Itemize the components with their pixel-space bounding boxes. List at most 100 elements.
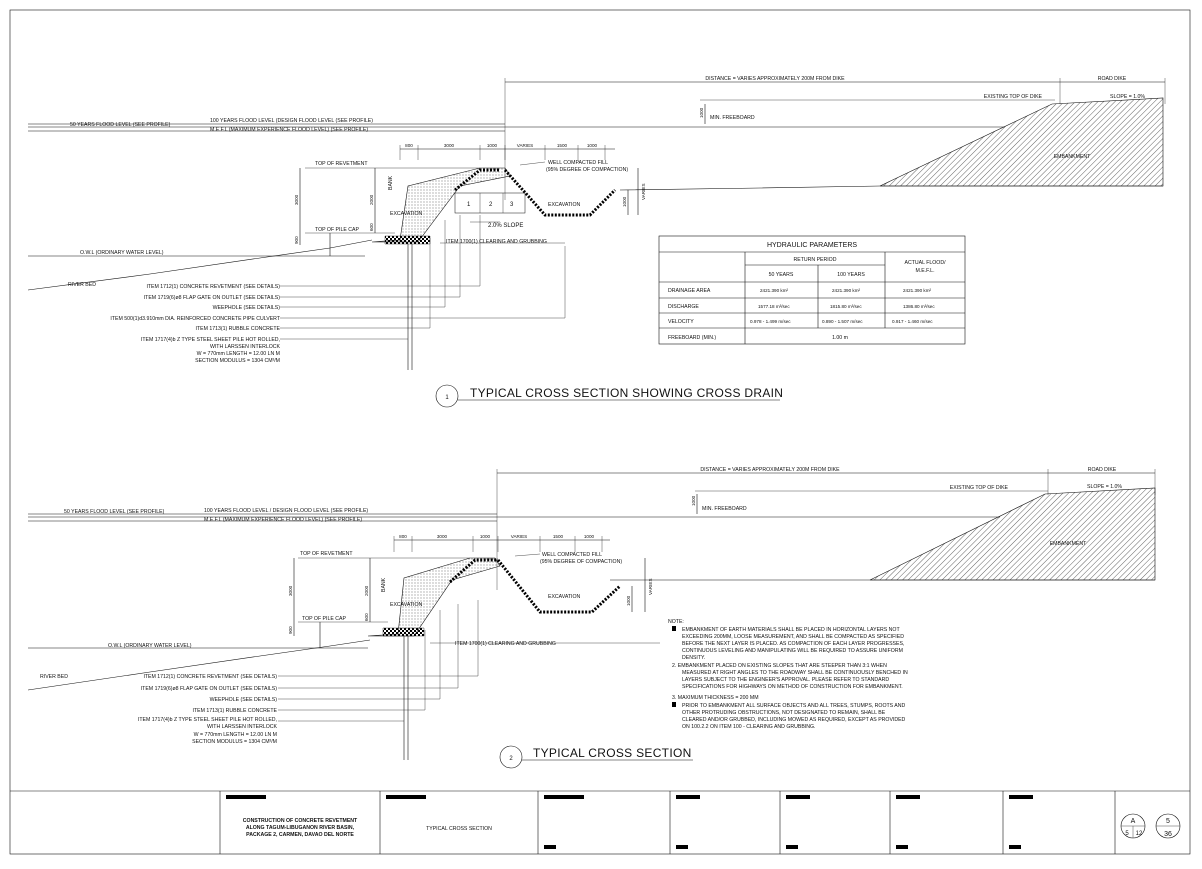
excavation-label-right: EXCAVATION	[548, 202, 581, 208]
callout-1: ITEM 1712(1) CONCRETE REVETMENT (SEE DET…	[146, 284, 280, 290]
hydro-row1-100: 2421.390 km²	[832, 288, 861, 293]
callout-5: ITEM 1713(1) RUBBLE CONCRETE	[196, 326, 281, 332]
notes-heading: NOTE:	[668, 619, 684, 625]
mefl-label-2: M.E.F.L (MAXIMUM EXPERIENCE FLOOD LEVEL)…	[204, 517, 362, 523]
existing-top-label-2: EXISTING TOP OF DIKE	[950, 485, 1009, 491]
section-1: DISTANCE = VARIES APPROXIMATELY 200M FRO…	[27, 76, 1166, 408]
hydro-col-actual: ACTUAL FLOOD/	[904, 260, 946, 266]
callout-6: ITEM 1717(4)b Z TYPE STEEL SHEET PILE HO…	[141, 337, 280, 343]
callout-3: WEEPHOLE (SEE DETAILS)	[213, 305, 281, 311]
hydro-freeboard-label: FREEBOARD (MIN.)	[668, 335, 716, 341]
top-revetment-label: TOP OF REVETMENT	[315, 161, 368, 167]
hydro-freeboard-value: 1.00 m	[832, 335, 848, 341]
hydro-row3-50: 0.978 - 1.499 m/sec	[750, 319, 791, 324]
vdim-2000-2: 2000	[364, 585, 369, 596]
river-bed-line	[27, 239, 373, 291]
note4-l3: CLEARED AND/OR GRUBBED, INCLUDING MOWED …	[682, 717, 906, 723]
top-pile-cap-label-2: TOP OF PILE CAP	[302, 616, 346, 622]
hydro-title: HYDRAULIC PARAMETERS	[767, 242, 857, 249]
title-bubble-1	[435, 384, 459, 408]
vdim-varies: VARIES	[641, 183, 646, 200]
callout2-3: WEEPHOLE (SEE DETAILS)	[210, 697, 278, 703]
distance-label: DISTANCE = VARIES APPROXIMATELY 200M FRO…	[705, 76, 845, 82]
section-2: DISTANCE = VARIES APPROXIMATELY 200M FRO…	[27, 467, 1156, 769]
hydro-row3-label: VELOCITY	[668, 319, 694, 325]
well-compacted-label-2: WELL COMPACTED FILL	[542, 552, 602, 558]
hydro-row2-actual: 1386.80 m³/sec	[903, 304, 935, 309]
note1-l1: EMBANKMENT OF EARTH MATERIALS SHALL BE P…	[682, 627, 900, 633]
callout2-6: WITH LARSSEN INTERLOCK	[207, 724, 278, 730]
vdim-3000-2: 3000	[288, 585, 293, 596]
project-line-2: ALONG TAGUM-LIBUGANON RIVER BASIN,	[246, 825, 355, 831]
vdim-right-1000: 1000	[622, 196, 627, 207]
note3-l1: 3. MAXIMUM THICKNESS = 200 MM	[672, 695, 759, 701]
title-block: CONSTRUCTION OF CONCRETE REVETMENT ALONG…	[219, 791, 1181, 854]
drain-lining-2	[496, 559, 622, 614]
hdim-3000: 3000	[444, 143, 455, 148]
dike-slope-label: SLOPE = 1.0%	[1110, 94, 1145, 100]
road-dike-label-2: ROAD DIKE	[1088, 467, 1117, 473]
clearing-label-2: ITEM 1700(1) CLEARING AND GRUBBING	[455, 641, 556, 647]
hydro-row2-label: DISCHARGE	[668, 304, 699, 310]
bank-label: BANK	[388, 175, 394, 190]
hydraulic-table: HYDRAULIC PARAMETERS RETURN PERIOD 50 YE…	[658, 235, 966, 345]
title-2: TYPICAL CROSS SECTION	[533, 746, 692, 760]
title-1: TYPICAL CROSS SECTION SHOWING CROSS DRAI…	[470, 386, 783, 400]
vdim-600: 600	[369, 223, 374, 231]
hydro-col-50: 50 YEARS	[769, 272, 794, 278]
title-num-2: 2	[509, 756, 513, 762]
vdim-900-2: 900	[288, 626, 293, 634]
title-num-1: 1	[445, 395, 449, 401]
hydro-row2-100: 1815.80 m³/sec	[830, 304, 862, 309]
note1-l3: BEFORE THE NEXT LAYER IS PLACED. AS COMP…	[682, 641, 904, 647]
hdim-1000-2: 1000	[480, 534, 491, 539]
river-bed-label-2: RIVER BED	[40, 674, 68, 680]
embankment-hatch-2	[869, 487, 1156, 581]
hdim-1500: 1500	[557, 143, 568, 148]
excavation-label-left: EXCAVATION	[390, 211, 423, 217]
top-pile-cap-label: TOP OF PILE CAP	[315, 227, 359, 233]
sheet-num: 5	[1166, 818, 1170, 825]
title-bubble-2	[499, 745, 523, 769]
note2-l4: SPECIFICATIONS FOR HIGHWAYS ON METHOD OF…	[682, 684, 903, 690]
note1-l2: EXCEEDING 200MM, LOOSE MEASUREMENT, AND …	[682, 634, 904, 640]
road-dike-label: ROAD DIKE	[1098, 76, 1127, 82]
hdim-3000-2: 3000	[437, 534, 448, 539]
note4-l1: PRIOR TO EMBANKMENT ALL SURFACE OBJECTS …	[682, 703, 905, 709]
embankment-label-2: EMBANKMENT	[1050, 541, 1087, 547]
compaction-label: (95% DEGREE OF COMPACTION)	[546, 167, 628, 173]
callout2-1: ITEM 1712(1) CONCRETE REVETMENT (SEE DET…	[143, 674, 277, 680]
culvert-cells	[454, 192, 526, 214]
hydro-row1-50: 2421.390 km²	[760, 288, 789, 293]
revetment-body	[371, 167, 511, 243]
sheet-total: 36	[1164, 831, 1172, 838]
project-line-3: PACKAGE 2, CARMEN, DAVAO DEL NORTE	[246, 832, 354, 838]
hydro-row1-actual: 2421.390 km²	[903, 288, 932, 293]
project-line-1: CONSTRUCTION OF CONCRETE REVETMENT	[243, 818, 358, 824]
vdim-right-1000-2: 1000	[626, 595, 631, 606]
hdim-varies: VARIES	[517, 143, 534, 148]
callout-9: SECTION MODULUS = 1304 CM³/M	[195, 358, 280, 364]
sheet-border	[9, 9, 1191, 855]
note4-l2: OTHER PROTRUDING OBSTRUCTIONS, NOT DESIG…	[682, 710, 886, 716]
hydro-return-period: RETURN PERIOD	[794, 257, 837, 263]
embankment-hatch	[879, 97, 1164, 187]
callout-2: ITEM 1719(6)ø8 FLAP GATE ON OUTLET (SEE …	[144, 295, 281, 301]
callout2-7: W = 770mm LENGTH = 12.00 LN M	[194, 732, 277, 738]
hdim-800: 800	[405, 143, 413, 148]
mefl-label: M.E.F.L (MAXIMUM EXPERIENCE FLOOD LEVEL)…	[210, 127, 368, 133]
note2-l3: LAYERS SUBJECT TO THE ENGINEER'S APPROVA…	[682, 677, 889, 683]
flood-100yr-label-2: 100 YEARS FLOOD LEVEL / DESIGN FLOOD LEV…	[204, 508, 368, 514]
ref-letter: A	[1131, 818, 1136, 825]
well-compacted-label: WELL COMPACTED FILL	[548, 160, 608, 166]
callouts-2: ITEM 1712(1) CONCRETE REVETMENT (SEE DET…	[138, 600, 479, 745]
dike-slope-label-2: SLOPE = 1.0%	[1087, 484, 1122, 490]
hdim-800-2: 800	[399, 534, 407, 539]
ref-den: 12	[1136, 831, 1143, 837]
callout2-8: SECTION MODULUS = 1304 CM³/M	[192, 739, 277, 745]
hdim-1000b: 1000	[587, 143, 598, 148]
callouts-1: ITEM 1712(1) CONCRETE REVETMENT (SEE DET…	[110, 215, 566, 364]
clearing-label: ITEM 1700(1) CLEARING AND GRUBBING	[446, 239, 547, 245]
